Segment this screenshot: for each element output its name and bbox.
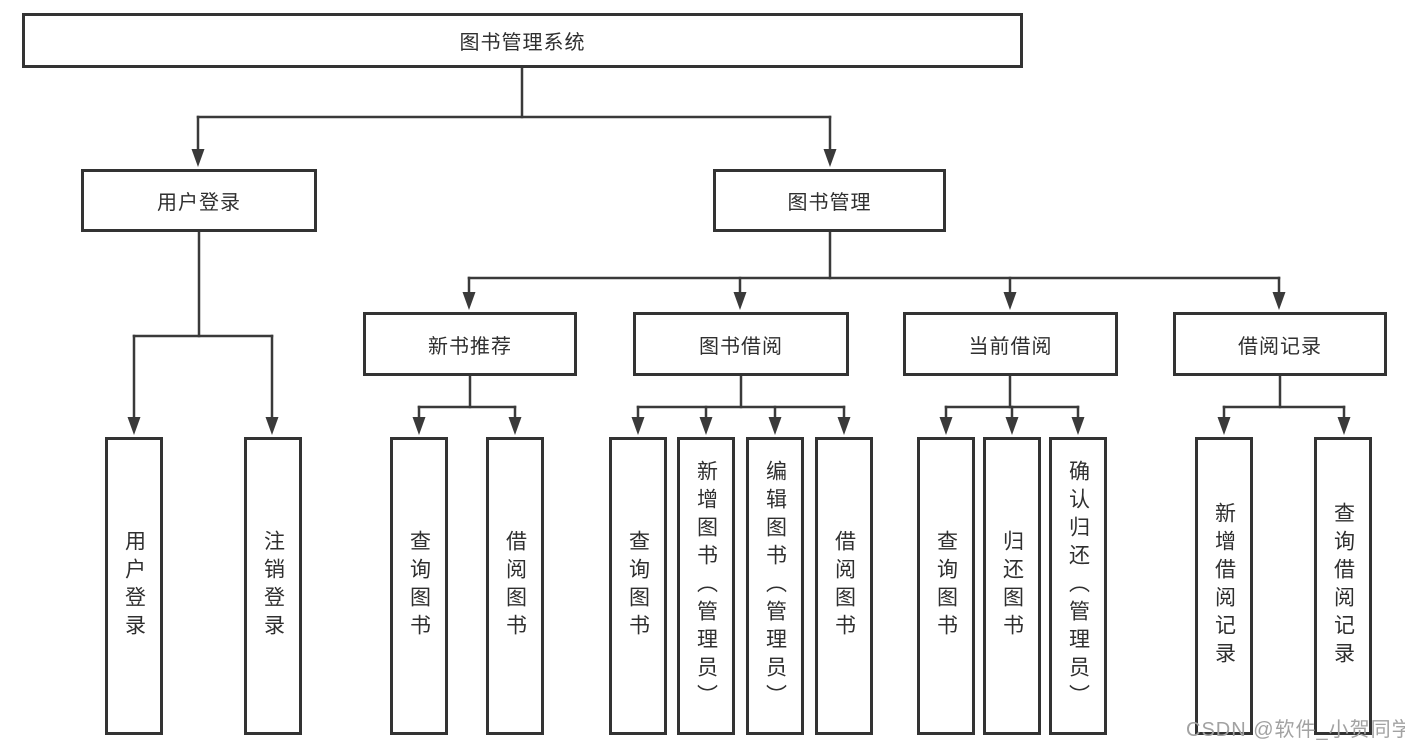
leaf-label: 查询图书 [407, 530, 431, 642]
leaf-label: 新增图书（管理员） [694, 460, 718, 712]
leaf-logout: 注销登录 [244, 437, 302, 735]
leaf-borrowing-edit-books: 编辑图书（管理员） [746, 437, 804, 735]
leaf-records-add-record: 新增借阅记录 [1195, 437, 1253, 735]
csdn-watermark: CSDN @软件_小贺同学 [1186, 719, 1405, 741]
node-user-login: 用户登录 [81, 169, 317, 232]
leaf-label: 归还图书 [1000, 530, 1024, 642]
leaf-recommend-query-books: 查询图书 [390, 437, 448, 735]
leaf-label: 确认归还（管理员） [1066, 460, 1090, 712]
connector-recommend-to-leaves [412, 374, 522, 435]
leaf-records-query-record: 查询借阅记录 [1314, 437, 1372, 735]
leaf-current-return-books: 归还图书 [983, 437, 1041, 735]
leaf-user-login: 用户登录 [105, 437, 163, 735]
node-borrowing-records: 借阅记录 [1173, 312, 1387, 376]
leaf-current-confirm-return: 确认归还（管理员） [1049, 437, 1107, 735]
node-new-book-recommend: 新书推荐 [363, 312, 577, 376]
leaf-label: 注销登录 [261, 530, 285, 642]
leaf-label: 借阅图书 [503, 530, 527, 642]
connector-bookmgmt-to-level3 [462, 230, 1286, 310]
leaf-label: 查询图书 [934, 530, 958, 642]
connector-current-to-leaves [939, 374, 1085, 435]
node-current-borrowing: 当前借阅 [903, 312, 1118, 376]
leaf-recommend-borrow-books: 借阅图书 [486, 437, 544, 735]
node-book-borrowing: 图书借阅 [633, 312, 849, 376]
leaf-label: 查询借阅记录 [1331, 502, 1355, 670]
node-book-management: 图书管理 [713, 169, 946, 232]
connector-records-to-leaves [1217, 374, 1351, 435]
leaf-label: 查询图书 [626, 530, 650, 642]
node-library-management-system: 图书管理系统 [22, 13, 1023, 68]
leaf-label: 借阅图书 [832, 530, 856, 642]
leaf-current-query-books: 查询图书 [917, 437, 975, 735]
leaf-label: 编辑图书（管理员） [763, 460, 787, 712]
leaf-label: 新增借阅记录 [1212, 502, 1236, 670]
connector-userlogin-to-leaves [127, 230, 279, 435]
leaf-borrowing-query-books: 查询图书 [609, 437, 667, 735]
connector-borrowing-to-leaves [631, 374, 851, 435]
leaf-borrowing-add-books: 新增图书（管理员） [677, 437, 735, 735]
leaf-borrowing-borrow-books: 借阅图书 [815, 437, 873, 735]
leaf-label: 用户登录 [122, 530, 146, 642]
connector-root-to-level2 [191, 66, 837, 167]
